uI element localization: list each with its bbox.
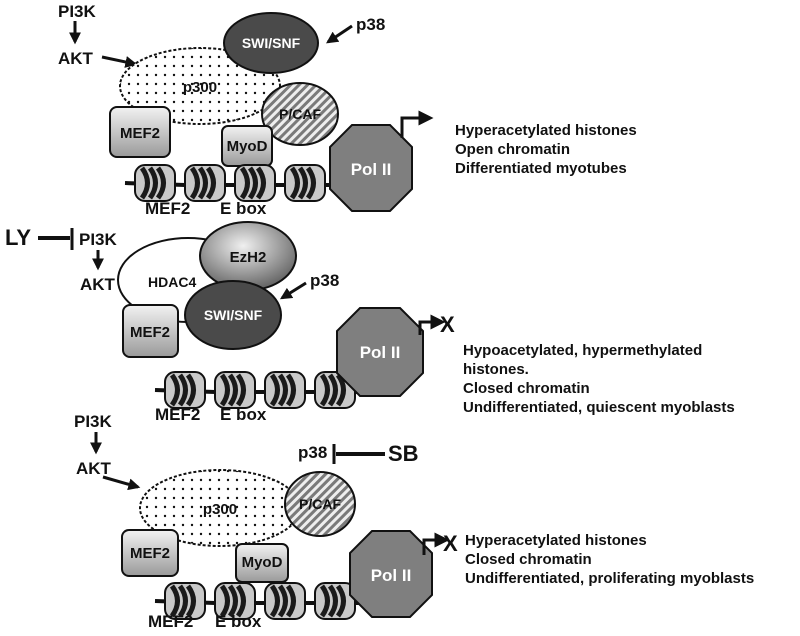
dna-label-ebox: E box: [220, 199, 267, 218]
dna-label-ebox: E box: [215, 612, 262, 631]
nucleosome-array: [154, 371, 365, 409]
pcaf-complex: [284, 471, 356, 537]
swisnf-complex: [184, 280, 282, 350]
pcaf-complex: [261, 82, 339, 146]
swisnf-label: SWI/SNF: [242, 35, 301, 51]
dna-label-mef2: MEF2: [145, 199, 190, 218]
akt-label: AKT: [76, 459, 112, 478]
p38-label: p38: [310, 271, 339, 290]
pol-ii-label: Pol II: [351, 160, 392, 179]
nucleosome: [134, 164, 176, 202]
panel-proliferating: PI3K AKT p38 SB p300 P/CAF MEF2 MyoD Pol…: [74, 412, 754, 631]
akt-label: AKT: [58, 49, 94, 68]
pol-ii-label: Pol II: [371, 566, 412, 585]
pol-ii: [336, 307, 424, 397]
mef2-factor: [122, 304, 179, 358]
dna-label-ebox: E box: [220, 405, 267, 424]
panel-differentiated: PI3K AKT p300 SWI/SNF p38 P/CAF MEF2 Myo…: [58, 2, 637, 218]
nucleosome: [214, 582, 256, 620]
outcome-line-4: Undifferentiated, quiescent myoblasts: [463, 399, 735, 416]
outcome-line-1: Hyperacetylated histones: [455, 122, 637, 139]
mef2-factor: [109, 106, 171, 158]
outcome-line-2: histones.: [463, 361, 529, 378]
p300-label: p300: [203, 501, 237, 518]
p38-to-swisnf-arrow: [326, 24, 353, 44]
dna-label-mef2: MEF2: [155, 405, 200, 424]
pol-ii: [329, 124, 413, 212]
myod-factor: [235, 543, 289, 583]
p38-to-swisnf-arrow: [279, 281, 307, 300]
mef2-factor: [121, 529, 179, 577]
myod-label: MyoD: [227, 138, 268, 155]
pol-ii: [349, 530, 433, 618]
pcaf-label: P/CAF: [279, 106, 321, 122]
nucleosome: [284, 164, 326, 202]
ly-inhibitor-label: LY: [5, 225, 31, 250]
outcome-line-1: Hyperacetylated histones: [465, 532, 647, 549]
nucleosome: [164, 582, 206, 620]
transcription-blocked-mark: X: [443, 531, 458, 556]
outcome-line-1: Hypoacetylated, hypermethylated: [463, 342, 702, 359]
sb-inhibitor-label: SB: [388, 441, 419, 466]
nucleosome: [234, 164, 276, 202]
outcome-line-3: Differentiated myotubes: [455, 160, 627, 177]
akt-to-p300-arrow: [101, 55, 138, 68]
nucleosome: [314, 582, 356, 620]
outcome-line-2: Open chromatin: [455, 141, 570, 158]
myod-label: MyoD: [242, 554, 283, 571]
mef2-factor-label: MEF2: [120, 125, 160, 142]
pi3k-label: PI3K: [79, 230, 118, 249]
nucleosome: [184, 164, 226, 202]
pi3k-label: PI3K: [74, 412, 113, 431]
pcaf-label: P/CAF: [299, 496, 341, 512]
panel-quiescent: LY PI3K AKT HDAC4 EzH2 SWI/SNF p38 MEF2 …: [5, 221, 735, 424]
outcome-line-3: Closed chromatin: [463, 380, 590, 397]
ezh2-label: EzH2: [230, 249, 267, 266]
transcription-start-arrow: [418, 314, 446, 335]
mef2-factor-label: MEF2: [130, 545, 170, 562]
swisnf-complex: [223, 12, 319, 74]
pi3k-label: PI3K: [58, 2, 97, 21]
dna-label-mef2: MEF2: [148, 612, 193, 631]
nucleosome: [264, 371, 306, 409]
p38-label: p38: [356, 15, 385, 34]
nucleosome-array: [124, 164, 335, 202]
nucleosome: [214, 371, 256, 409]
nucleosome: [164, 371, 206, 409]
pol-ii-label: Pol II: [360, 343, 401, 362]
p300-label: p300: [183, 79, 217, 96]
mef2-factor-label: MEF2: [130, 324, 170, 341]
p300-complex: [119, 47, 281, 125]
outcome-line-2: Closed chromatin: [465, 551, 592, 568]
transcription-start-arrow: [400, 110, 434, 138]
nucleosome: [264, 582, 306, 620]
swisnf-label: SWI/SNF: [204, 307, 263, 323]
p38-label: p38: [298, 443, 327, 462]
outcome-line-3: Undifferentiated, proliferating myoblast…: [465, 570, 754, 587]
akt-label: AKT: [80, 275, 116, 294]
hdac4-label: HDAC4: [148, 274, 196, 290]
akt-to-p300-arrow: [102, 475, 141, 491]
nucleosome-array: [154, 582, 365, 620]
transcription-blocked-mark: X: [440, 312, 455, 337]
transcription-start-arrow: [422, 532, 450, 555]
